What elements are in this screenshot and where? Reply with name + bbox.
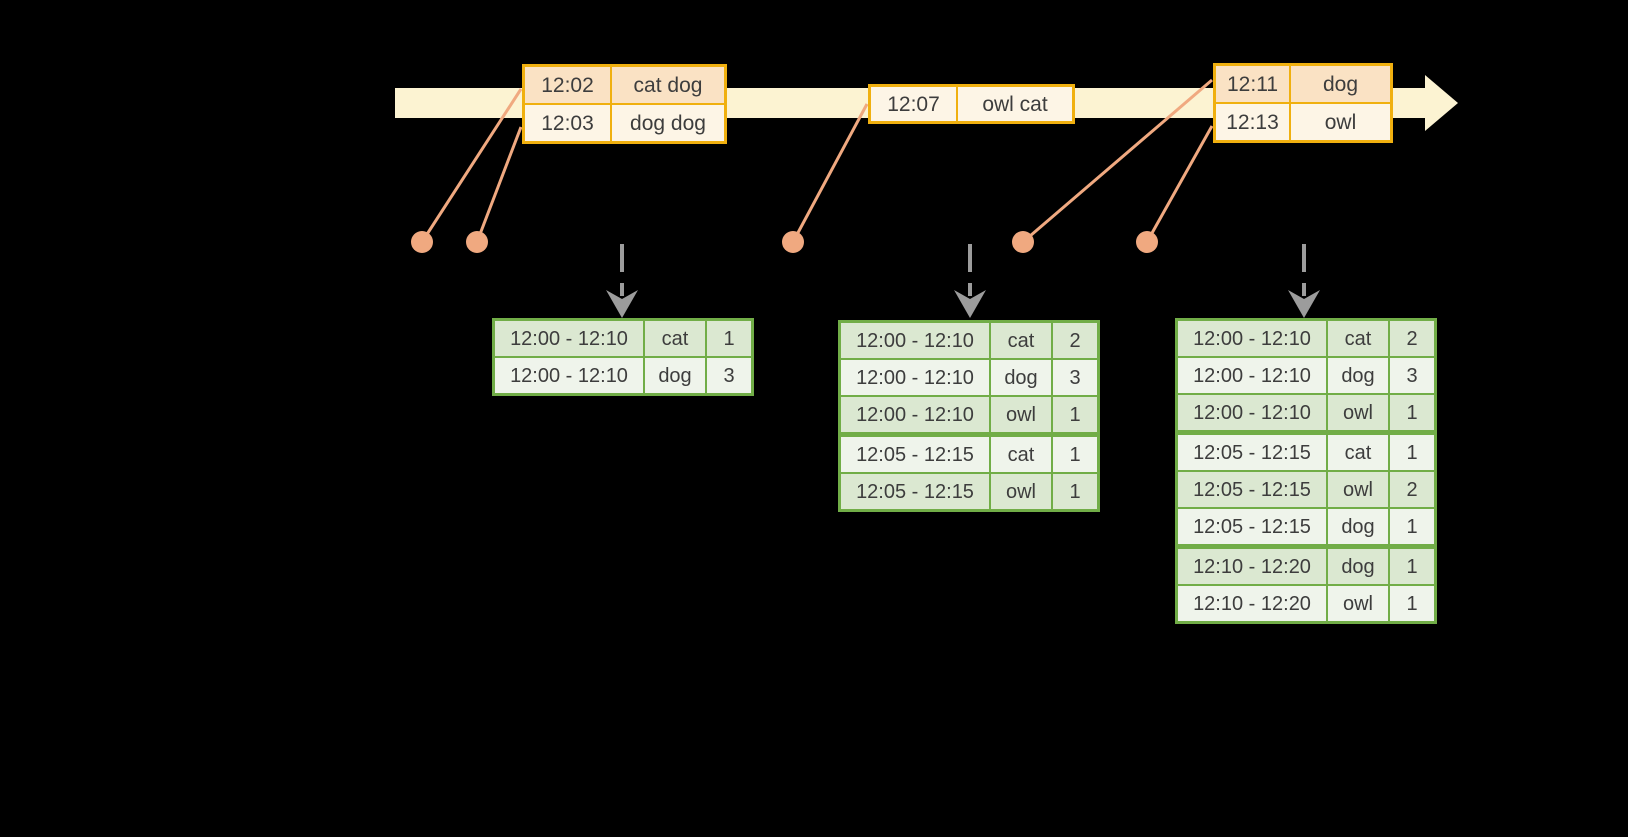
result-row: 12:00 - 12:10 cat 2 [841, 323, 1097, 358]
event-marker-dot-icon [1136, 231, 1158, 253]
result-row: 12:05 - 12:15 cat 1 [1178, 435, 1434, 470]
count-cell: 1 [1053, 474, 1097, 509]
timeline-arrowhead-icon [1425, 75, 1458, 131]
result-row: 12:00 - 12:10 dog 3 [841, 360, 1097, 395]
count-cell: 3 [1053, 360, 1097, 395]
count-cell: 1 [1390, 586, 1434, 621]
event-table: 12:07 owl cat [868, 84, 1075, 124]
event-marker-dot-icon [466, 231, 488, 253]
event-time-cell: 12:07 [871, 87, 956, 121]
window-cell: 12:00 - 12:10 [495, 358, 643, 393]
word-cell: dog [991, 360, 1051, 395]
count-cell: 2 [1053, 323, 1097, 358]
count-cell: 3 [1390, 358, 1434, 393]
count-cell: 1 [1390, 549, 1434, 584]
word-cell: cat [645, 321, 705, 356]
window-cell: 12:05 - 12:15 [1178, 509, 1326, 544]
result-row: 12:05 - 12:15 cat 1 [841, 437, 1097, 472]
count-cell: 1 [707, 321, 751, 356]
marker-line [791, 103, 869, 243]
word-cell: owl [991, 397, 1051, 432]
count-cell: 1 [1053, 397, 1097, 432]
count-cell: 1 [1390, 509, 1434, 544]
count-cell: 1 [1053, 437, 1097, 472]
word-cell: dog [1328, 549, 1388, 584]
result-row: 12:05 - 12:15 owl 1 [841, 474, 1097, 509]
event-marker-dot-icon [411, 231, 433, 253]
event-time-cell: 12:03 [525, 105, 610, 141]
event-table: 12:02 cat dog 12:03 dog dog [522, 64, 727, 144]
count-cell: 1 [1390, 435, 1434, 470]
word-cell: owl [1328, 395, 1388, 430]
result-row: 12:00 - 12:10 cat 1 [495, 321, 751, 356]
marker-line [1022, 78, 1213, 244]
word-cell: cat [1328, 435, 1388, 470]
event-table: 12:11 dog 12:13 owl [1213, 63, 1393, 143]
count-cell: 3 [707, 358, 751, 393]
result-row: 12:00 - 12:10 dog 3 [1178, 358, 1434, 393]
event-marker-dot-icon [1012, 231, 1034, 253]
event-words-cell: dog [1291, 66, 1390, 102]
event-marker-dot-icon [782, 231, 804, 253]
marker-line [420, 88, 523, 243]
word-cell: dog [645, 358, 705, 393]
result-table: 12:00 - 12:10 cat 2 12:00 - 12:10 dog 3 … [1175, 318, 1437, 624]
result-row: 12:00 - 12:10 owl 1 [1178, 395, 1434, 430]
event-words-cell: owl [1291, 104, 1390, 140]
window-cell: 12:05 - 12:15 [1178, 435, 1326, 470]
word-cell: owl [1328, 586, 1388, 621]
result-row: 12:05 - 12:15 owl 2 [1178, 472, 1434, 507]
window-cell: 12:05 - 12:15 [1178, 472, 1326, 507]
window-cell: 12:00 - 12:10 [495, 321, 643, 356]
word-cell: dog [1328, 509, 1388, 544]
trigger-arrow-icon [1288, 244, 1320, 318]
window-cell: 12:05 - 12:15 [841, 437, 989, 472]
word-cell: cat [991, 323, 1051, 358]
event-words-cell: owl cat [958, 87, 1072, 121]
trigger-arrow-head [954, 290, 986, 318]
event-time-cell: 12:02 [525, 67, 610, 103]
marker-line [475, 126, 523, 243]
word-cell: owl [1328, 472, 1388, 507]
window-cell: 12:00 - 12:10 [841, 397, 989, 432]
result-row: 12:00 - 12:10 cat 2 [1178, 321, 1434, 356]
window-cell: 12:05 - 12:15 [841, 474, 989, 509]
word-cell: cat [1328, 321, 1388, 356]
result-table: 12:00 - 12:10 cat 2 12:00 - 12:10 dog 3 … [838, 320, 1100, 512]
count-cell: 2 [1390, 472, 1434, 507]
result-row: 12:05 - 12:15 dog 1 [1178, 509, 1434, 544]
result-row: 12:00 - 12:10 owl 1 [841, 397, 1097, 432]
result-table: 12:00 - 12:10 cat 1 12:00 - 12:10 dog 3 [492, 318, 754, 396]
trigger-arrow-icon [954, 244, 986, 318]
event-time-cell: 12:13 [1216, 104, 1289, 140]
result-row: 12:00 - 12:10 dog 3 [495, 358, 751, 393]
count-cell: 1 [1390, 395, 1434, 430]
window-cell: 12:10 - 12:20 [1178, 549, 1326, 584]
trigger-arrow-icon [606, 244, 638, 318]
word-cell: owl [991, 474, 1051, 509]
window-cell: 12:10 - 12:20 [1178, 586, 1326, 621]
window-cell: 12:00 - 12:10 [841, 360, 989, 395]
trigger-arrow-head [1288, 290, 1320, 318]
word-cell: dog [1328, 358, 1388, 393]
result-row: 12:10 - 12:20 dog 1 [1178, 549, 1434, 584]
window-cell: 12:00 - 12:10 [1178, 358, 1326, 393]
trigger-arrow-head [606, 290, 638, 318]
result-row: 12:10 - 12:20 owl 1 [1178, 586, 1434, 621]
event-words-cell: dog dog [612, 105, 724, 141]
window-cell: 12:00 - 12:10 [1178, 321, 1326, 356]
window-cell: 12:00 - 12:10 [1178, 395, 1326, 430]
window-cell: 12:00 - 12:10 [841, 323, 989, 358]
word-cell: cat [991, 437, 1051, 472]
marker-line [1145, 125, 1214, 243]
event-words-cell: cat dog [612, 67, 724, 103]
count-cell: 2 [1390, 321, 1434, 356]
event-time-cell: 12:11 [1216, 66, 1289, 102]
